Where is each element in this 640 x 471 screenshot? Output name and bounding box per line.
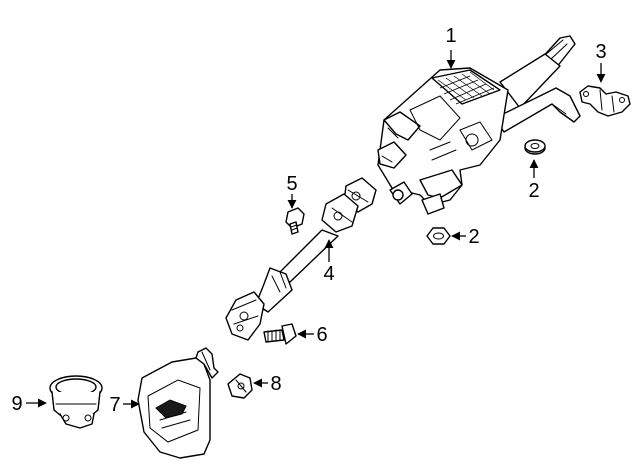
callout-2-upper: 2 [528, 159, 540, 202]
callout-label: 2 [468, 226, 479, 248]
callout-label: 4 [323, 263, 334, 285]
callout-label: 6 [316, 324, 327, 346]
callout-label: 7 [109, 394, 120, 416]
callout-label: 3 [595, 41, 606, 63]
steering-shaft-seal[interactable] [49, 375, 103, 429]
callout-2-lower: 2 [451, 226, 480, 248]
callout-8: 8 [253, 373, 282, 395]
intermediate-steering-shaft[interactable] [225, 177, 377, 341]
hex-nut-lower[interactable] [426, 227, 451, 245]
hex-nut-upper[interactable] [524, 139, 546, 155]
callout-label: 2 [528, 180, 539, 202]
callout-3: 3 [595, 41, 607, 83]
callout-label: 5 [286, 173, 297, 195]
callout-9: 9 [11, 393, 47, 415]
callout-7: 7 [109, 394, 140, 416]
callout-label: 9 [11, 393, 22, 415]
pinch-bolt[interactable] [263, 323, 297, 345]
callout-5: 5 [286, 173, 298, 209]
push-retainer-clip[interactable] [227, 373, 253, 399]
steering-column-assembly[interactable] [377, 35, 581, 215]
steering-column-boot-cover[interactable] [137, 347, 219, 459]
callout-1: 1 [445, 25, 457, 69]
column-mount-clip[interactable] [579, 85, 631, 117]
callout-label: 1 [445, 25, 456, 47]
callout-6: 6 [297, 324, 328, 346]
callout-label: 8 [270, 373, 281, 395]
mounting-bolt[interactable] [285, 207, 305, 235]
callout-4: 4 [323, 239, 335, 285]
